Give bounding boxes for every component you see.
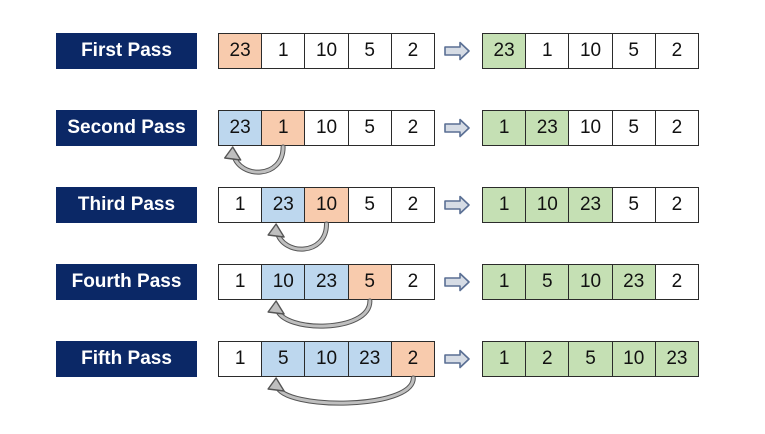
pass-label: Third Pass	[56, 187, 197, 223]
array-cell: 1	[219, 265, 263, 299]
array-cell: 10	[612, 342, 656, 376]
array-cell: 2	[655, 34, 699, 68]
array-cell: 5	[526, 265, 570, 299]
array-cell: 5	[348, 188, 392, 222]
array-cell: 1	[483, 342, 527, 376]
array-cell: 5	[348, 34, 392, 68]
array-cell: 10	[569, 34, 613, 68]
array-cell: 10	[305, 188, 349, 222]
right-arrow-icon	[444, 349, 470, 369]
right-arrow-icon	[444, 41, 470, 61]
array-cell: 2	[391, 188, 435, 222]
array-cell: 23	[262, 188, 306, 222]
right-arrow-icon	[444, 118, 470, 138]
array-cell: 23	[483, 34, 527, 68]
array-cell: 5	[612, 111, 656, 145]
array-cell: 2	[391, 111, 435, 145]
array-cell: 1	[219, 188, 263, 222]
right-arrow-icon	[444, 272, 470, 292]
array-cell: 1	[262, 111, 306, 145]
pass-label: Second Pass	[56, 110, 197, 146]
right-arrow-icon	[444, 195, 470, 215]
array-cell: 2	[391, 34, 435, 68]
array-cell: 2	[655, 111, 699, 145]
array-cell: 2	[391, 342, 435, 376]
array-cell: 5	[262, 342, 306, 376]
array-cell: 23	[526, 111, 570, 145]
array-cell: 5	[569, 342, 613, 376]
array-cell: 23	[612, 265, 656, 299]
array-cell: 5	[612, 188, 656, 222]
array-cell: 23	[305, 265, 349, 299]
array-cell: 2	[655, 188, 699, 222]
array-cell: 5	[348, 265, 392, 299]
array-cell: 10	[569, 111, 613, 145]
array-cell: 10	[305, 342, 349, 376]
pass-label: First Pass	[56, 33, 197, 69]
array-cell: 5	[612, 34, 656, 68]
array-cell: 10	[526, 188, 570, 222]
array-cell: 23	[219, 111, 263, 145]
array-cell: 10	[305, 34, 349, 68]
array-cell: 1	[483, 111, 527, 145]
pass-label: Fifth Pass	[56, 341, 197, 377]
array-cell: 1	[483, 265, 527, 299]
pass-label: Fourth Pass	[56, 264, 197, 300]
array-cell: 2	[655, 265, 699, 299]
array-cell: 10	[569, 265, 613, 299]
array-cell: 5	[348, 111, 392, 145]
array-cell: 23	[219, 34, 263, 68]
array-cell: 10	[262, 265, 306, 299]
array-cell: 23	[655, 342, 699, 376]
array-cell: 1	[262, 34, 306, 68]
array-cell: 1	[526, 34, 570, 68]
array-cell: 1	[219, 342, 263, 376]
array-cell: 2	[526, 342, 570, 376]
array-cell: 1	[483, 188, 527, 222]
array-cell: 2	[391, 265, 435, 299]
array-cell: 10	[305, 111, 349, 145]
array-cell: 23	[348, 342, 392, 376]
array-cell: 23	[569, 188, 613, 222]
